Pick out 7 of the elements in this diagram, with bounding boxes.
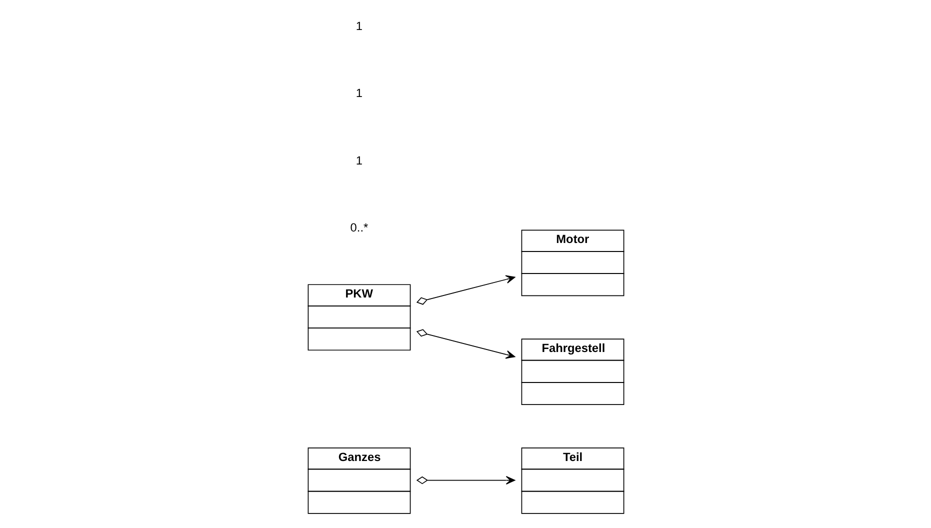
label: 1 <box>355 153 362 168</box>
label: 1 <box>355 86 362 100</box>
label: 0..* <box>350 220 368 235</box>
arrow <box>416 329 515 359</box>
arrow <box>416 476 515 485</box>
label: 1 <box>355 19 362 34</box>
arrow <box>416 275 515 305</box>
